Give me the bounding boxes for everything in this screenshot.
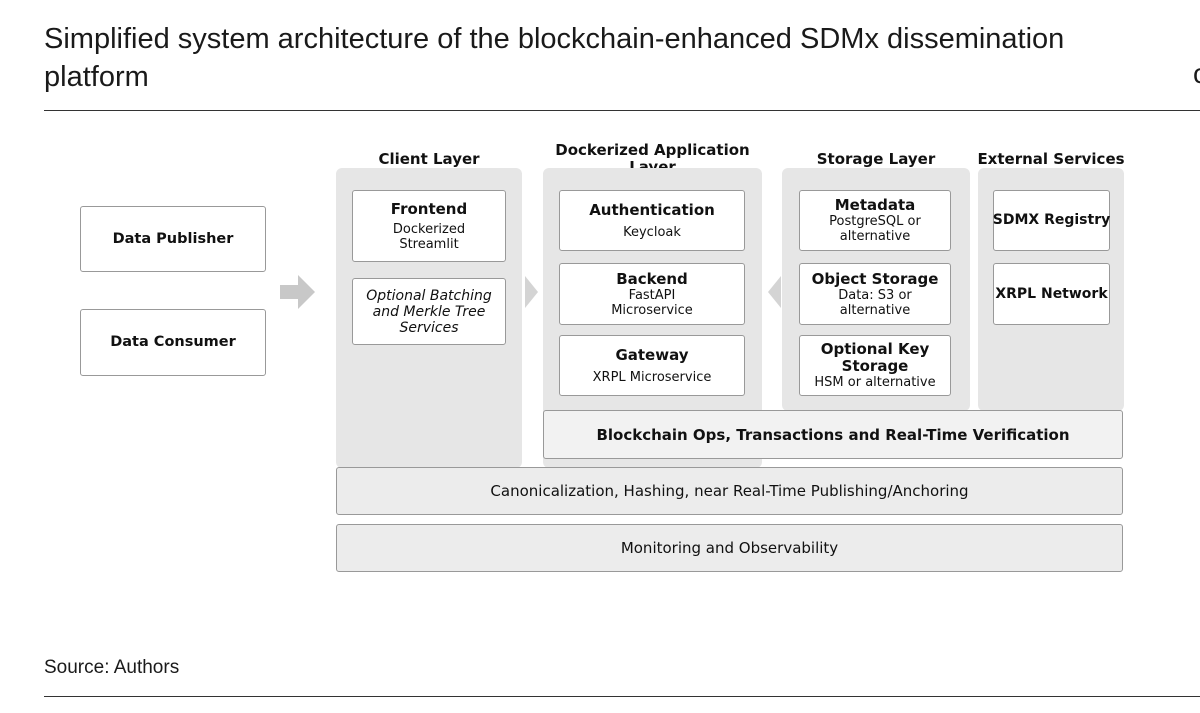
data-consumer-label: Data Consumer <box>110 334 236 350</box>
gateway-title: Gateway <box>615 345 689 364</box>
metadata-subtitle-1: PostgreSQL or <box>829 214 921 229</box>
external-services-heading: External Services <box>977 150 1125 168</box>
backend-subtitle-2: Microservice <box>611 302 693 318</box>
key-storage-title-1: Optional Key <box>820 340 930 358</box>
data-consumer-box: Data Consumer <box>80 309 266 376</box>
object-storage-subtitle-2: alternative <box>839 302 911 318</box>
monitoring-band: Monitoring and Observability <box>336 524 1123 572</box>
canonicalization-band: Canonicalization, Hashing, near Real-Tim… <box>336 467 1123 515</box>
client-layer-heading: Client Layer <box>378 150 480 168</box>
gateway-box: Gateway XRPL Microservice <box>559 335 745 396</box>
sdmx-registry-label: SDMX Registry <box>992 212 1111 228</box>
object-storage-title: Object Storage <box>811 269 939 288</box>
blockchain-ops-label: Blockchain Ops, Transactions and Real-Ti… <box>596 425 1070 444</box>
metadata-subtitle-2: alternative <box>839 229 911 244</box>
actors-to-client-arrow-icon <box>280 275 315 309</box>
data-publisher-box: Data Publisher <box>80 206 266 272</box>
key-storage-box: Optional Key Storage HSM or alternative <box>799 335 951 396</box>
frontend-box: Frontend Dockerized Streamlit <box>352 190 506 262</box>
authentication-subtitle: Keycloak <box>623 224 681 240</box>
source-note: Source: Authors <box>44 657 180 678</box>
backend-subtitle-1: FastAPI <box>628 287 676 303</box>
batching-merkle-label: Optional Batching and Merkle Tree Servic… <box>366 287 492 336</box>
batching-merkle-box: Optional Batching and Merkle Tree Servic… <box>352 278 506 345</box>
key-storage-subtitle: HSM or alternative <box>814 375 936 390</box>
data-publisher-label: Data Publisher <box>112 230 234 247</box>
object-storage-box: Object Storage Data: S3 or alternative <box>799 263 951 325</box>
xrpl-network-label: XRPL Network <box>995 285 1108 302</box>
key-storage-title-2: Storage <box>841 357 909 375</box>
top-divider <box>44 110 1200 111</box>
metadata-title: Metadata <box>834 196 916 214</box>
bottom-divider <box>44 696 1200 697</box>
sdmx-registry-box: SDMX Registry <box>993 190 1110 251</box>
figure-title: Simplified system architecture of the bl… <box>44 23 1065 93</box>
cropped-text-fragment: c <box>1193 58 1200 89</box>
monitoring-label: Monitoring and Observability <box>620 539 839 557</box>
frontend-subtitle: Dockerized Streamlit <box>392 221 466 252</box>
authentication-box: Authentication Keycloak <box>559 190 745 251</box>
xrpl-network-box: XRPL Network <box>993 263 1110 325</box>
blockchain-ops-band: Blockchain Ops, Transactions and Real-Ti… <box>543 410 1123 459</box>
object-storage-subtitle-1: Data: S3 or <box>838 287 912 303</box>
canonicalization-label: Canonicalization, Hashing, near Real-Tim… <box>490 482 969 500</box>
client-to-app-arrow-icon <box>525 276 538 308</box>
authentication-title: Authentication <box>589 200 715 219</box>
storage-layer-heading: Storage Layer <box>816 150 936 168</box>
metadata-box: Metadata PostgreSQL or alternative <box>799 190 951 251</box>
frontend-title: Frontend <box>390 199 468 218</box>
backend-title: Backend <box>616 269 688 288</box>
storage-to-app-arrow-icon <box>768 276 781 308</box>
gateway-subtitle: XRPL Microservice <box>592 369 712 385</box>
backend-box: Backend FastAPI Microservice <box>559 263 745 325</box>
